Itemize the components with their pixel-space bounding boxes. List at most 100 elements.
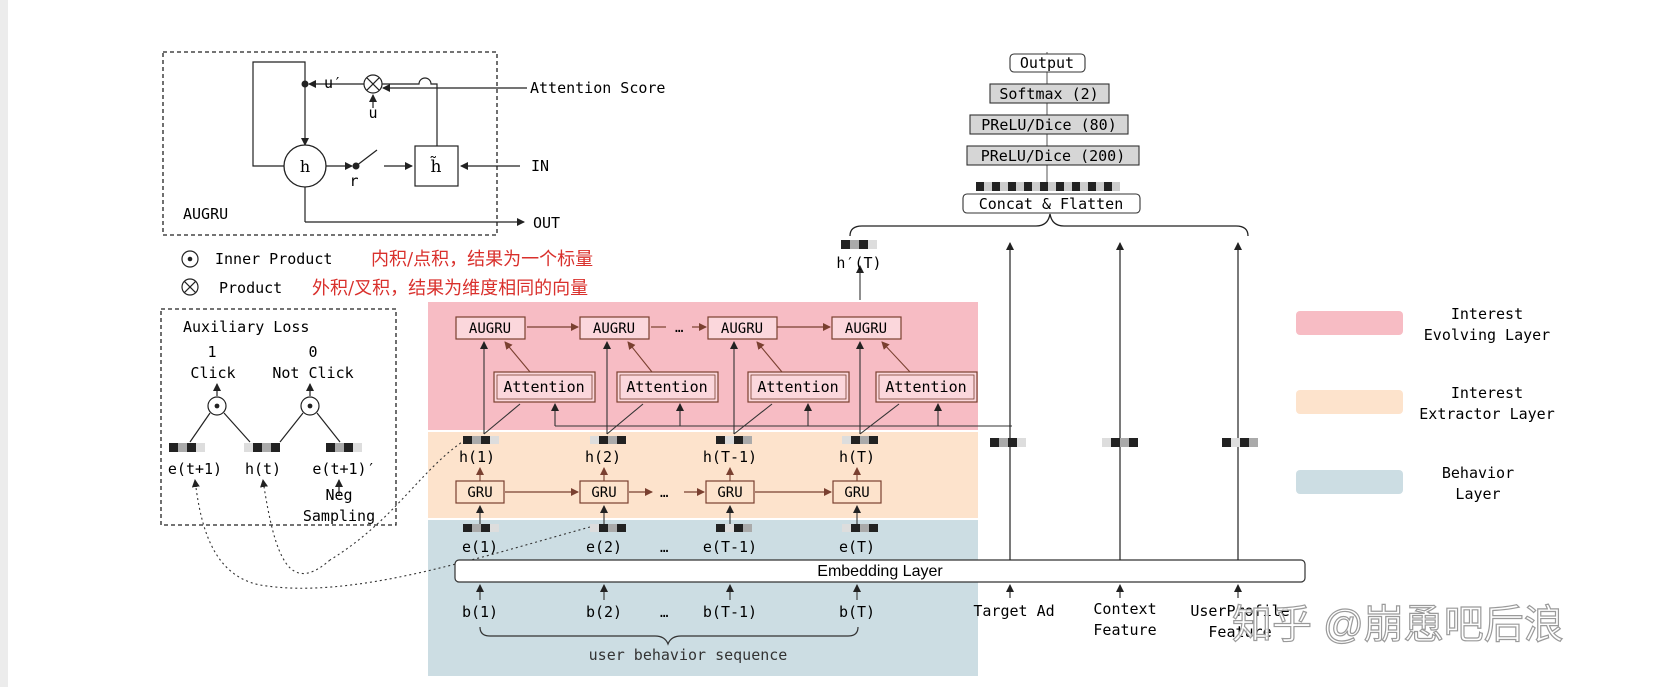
label-e-neg: e(t+1)′	[312, 460, 375, 478]
target-ad-vector	[990, 438, 1026, 447]
prelu-80-label: PReLU/Dice (80)	[981, 116, 1116, 134]
concat-vector	[976, 182, 1120, 191]
attention-unit-1-label: Attention	[503, 378, 584, 396]
h-vector-4	[842, 436, 878, 444]
legend-extractor-line1: Interest	[1451, 384, 1523, 402]
watermark: 知乎 @崩恿吧后浪	[1232, 603, 1564, 647]
augru-cell-4-label: AUGRU	[845, 321, 887, 337]
augru-cell-2: AUGRU	[579, 316, 650, 340]
extractor-ellipsis: …	[660, 485, 668, 501]
auxiliary-loss-title: Auxiliary Loss	[183, 318, 309, 336]
embedding-layer-bar	[454, 559, 1306, 583]
gru-cell-4-label: GRU	[844, 485, 869, 501]
label-h2: h(2)	[585, 448, 621, 466]
attention-unit-2-label: Attention	[626, 378, 707, 396]
r-label: r	[349, 172, 358, 190]
label-h1: h(1)	[459, 448, 495, 466]
h-vector-2	[590, 436, 626, 444]
augru-box-title: AUGRU	[183, 205, 228, 223]
embedding-vector-e-next	[169, 443, 205, 452]
h-vector-1	[463, 436, 499, 444]
out-label: OUT	[533, 214, 560, 232]
label-neg: Neg	[325, 486, 352, 504]
legend-evolving-line1: Interest	[1451, 305, 1523, 323]
product-note: 外积/叉积，结果为维度相同的向量	[312, 278, 588, 299]
label-one: 1	[207, 343, 216, 361]
augru-cell-3-label: AUGRU	[721, 321, 763, 337]
label-b-ellipsis: …	[660, 605, 668, 621]
augru-cell-1-label: AUGRU	[469, 321, 511, 337]
auxiliary-loss-box	[160, 308, 397, 526]
legend-behavior-line1: Behavior	[1442, 464, 1514, 482]
label-e-next: e(t+1)	[168, 460, 222, 478]
label-eT1: e(T-1)	[703, 538, 757, 556]
embedding-vector-e-neg	[326, 443, 362, 452]
legend-behavior-line2: Layer	[1455, 485, 1500, 503]
legend-swatch-evolving	[1296, 311, 1403, 335]
h-node-label: h	[300, 157, 310, 176]
label-not-click: Not Click	[272, 364, 353, 382]
embedding-vector-h-t	[244, 443, 280, 452]
attention-score-label: Attention Score	[530, 79, 665, 97]
inner-product-note: 内积/点积，结果为一个标量	[371, 249, 593, 270]
attention-unit-4: Attention	[875, 371, 978, 403]
concat-brace	[849, 213, 1249, 237]
e-vector-2	[590, 524, 626, 532]
product-label: Product	[219, 279, 282, 297]
h-tilde-box	[414, 145, 459, 187]
behavior-sequence-brace	[479, 626, 859, 646]
e-vector-1	[463, 524, 499, 532]
output-box	[1009, 53, 1086, 73]
behavior-sequence-label: user behavior sequence	[589, 646, 788, 664]
user-profile-label-1: UserProfile	[1190, 602, 1289, 620]
label-e2: e(2)	[586, 538, 622, 556]
u-prime-label: u′	[324, 74, 342, 92]
inner-product-label: Inner Product	[215, 250, 332, 268]
softmax-label: Softmax (2)	[999, 85, 1098, 103]
output-label: Output	[1020, 54, 1074, 72]
label-zero: 0	[308, 343, 317, 361]
label-b2: b(2)	[586, 603, 622, 621]
gru-cell-3-label: GRU	[717, 485, 742, 501]
legend-swatch-behavior	[1296, 470, 1403, 494]
label-sampling: Sampling	[303, 507, 375, 525]
gru-cell-2: GRU	[579, 480, 629, 504]
label-bT1: b(T-1)	[703, 603, 757, 621]
user-profile-vector	[1222, 438, 1258, 447]
label-h-prime-T: h′(T)	[836, 254, 881, 272]
legend-evolving-line2: Evolving Layer	[1424, 326, 1550, 344]
label-hT1: h(T-1)	[703, 448, 757, 466]
prelu-80-box	[969, 114, 1129, 135]
augru-cell-3: AUGRU	[707, 316, 778, 340]
gru-cell-2-label: GRU	[591, 485, 616, 501]
label-hT: h(T)	[839, 448, 875, 466]
attention-unit-3-label: Attention	[757, 378, 838, 396]
context-label-2: Feature	[1093, 621, 1156, 639]
e-vector-4	[842, 524, 878, 532]
concat-flatten-box	[962, 193, 1141, 214]
left-edge-strip	[0, 0, 8, 687]
augru-cell-1: AUGRU	[455, 316, 526, 340]
interest-extractor-band	[428, 432, 978, 518]
u-label: u	[368, 104, 377, 122]
label-bT: b(T)	[839, 603, 875, 621]
behavior-band	[428, 520, 978, 676]
augru-cell-4: AUGRU	[831, 316, 902, 340]
attention-unit-3: Attention	[747, 371, 850, 403]
concat-flatten-label: Concat & Flatten	[979, 195, 1124, 213]
context-label-1: Context	[1093, 600, 1156, 618]
augru-cell-2-label: AUGRU	[593, 321, 635, 337]
legend-extractor-line2: Extractor Layer	[1419, 405, 1554, 423]
softmax-box	[989, 83, 1110, 104]
legend-swatch-extractor	[1296, 390, 1403, 414]
prelu-200-label: PReLU/Dice (200)	[981, 147, 1126, 165]
embedding-layer-label: Embedding Layer	[817, 563, 943, 580]
h-tilde-label: h̃	[430, 156, 441, 177]
label-h-t: h(t)	[245, 460, 281, 478]
gru-cell-1: GRU	[455, 480, 505, 504]
gru-cell-1-label: GRU	[467, 485, 492, 501]
gru-cell-3: GRU	[705, 480, 755, 504]
in-label: IN	[531, 157, 549, 175]
context-vector	[1102, 438, 1138, 447]
